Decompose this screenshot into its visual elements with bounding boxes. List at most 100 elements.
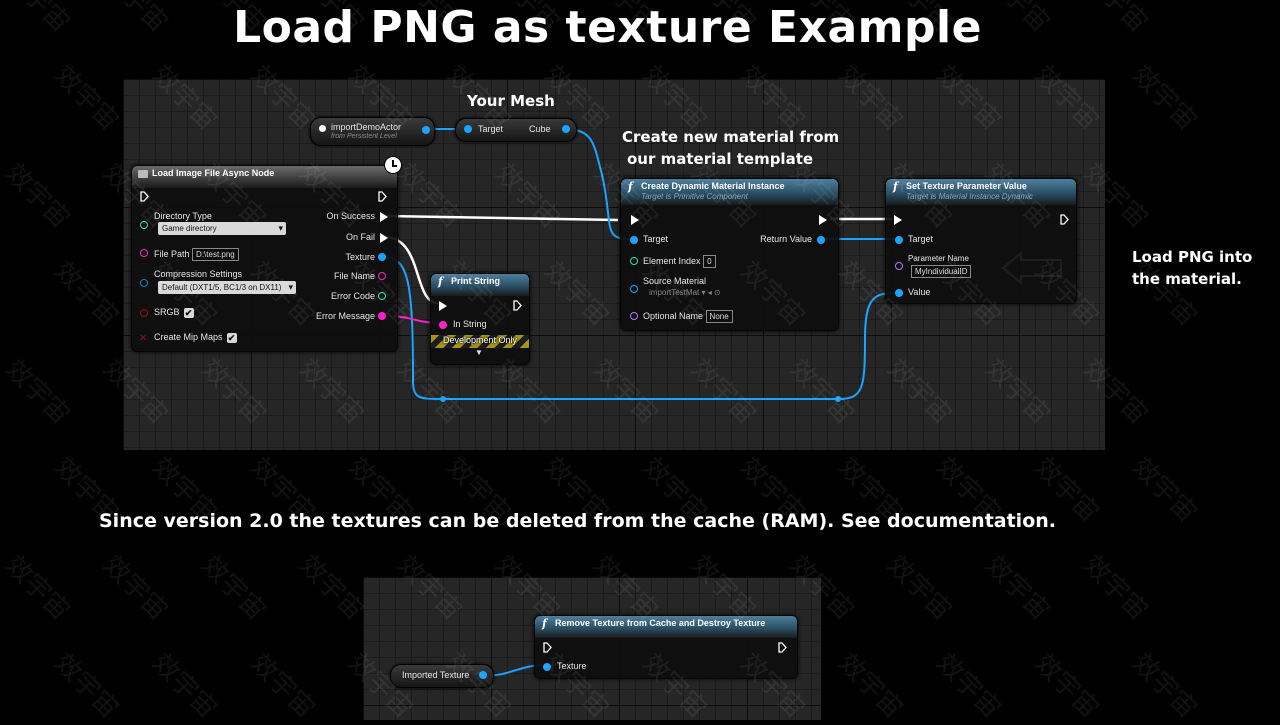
srgb-pin[interactable] [140, 309, 148, 317]
imported-texture-pin[interactable] [479, 671, 487, 679]
error-message-label: Error Message [315, 311, 375, 321]
watermark-text: 效宇宙 [979, 550, 1056, 627]
function-icon: f [893, 180, 898, 193]
source-material-value[interactable]: importTestMat [649, 288, 700, 297]
dmi-exec-in[interactable] [631, 215, 639, 225]
watermark-text: 效宇宙 [146, 648, 223, 725]
watermark-text: 效宇宙 [48, 648, 125, 725]
on-success-pin[interactable] [380, 212, 388, 222]
on-fail-label: On Fail [345, 232, 375, 242]
value-label: Value [908, 287, 931, 297]
get-cube-node[interactable]: Target Cube [455, 118, 577, 142]
annotation-create-material-2: our material template [627, 150, 814, 168]
element-index-input[interactable]: 0 [703, 255, 716, 268]
set-texture-target-pin[interactable] [895, 236, 903, 244]
set-texture-exec-in[interactable] [894, 215, 902, 225]
dmi-exec-out[interactable] [819, 215, 827, 225]
clock-icon [384, 156, 402, 174]
optional-name-input[interactable]: None [705, 310, 733, 323]
page-title: Load PNG as texture Example [233, 2, 982, 53]
mip-checkbox[interactable]: ✔ [226, 332, 237, 343]
compression-pin[interactable] [140, 279, 148, 287]
remove-exec-out[interactable] [778, 642, 787, 653]
import-demo-actor-node[interactable]: importDemoActor from Persistent Level [310, 117, 435, 146]
value-pin[interactable] [895, 289, 903, 297]
remove-texture-label: Texture [557, 661, 587, 671]
compression-label: Compression Settings [154, 269, 243, 279]
error-code-pin[interactable] [378, 292, 386, 300]
optional-name-pin[interactable] [630, 312, 638, 320]
reroute-node[interactable] [440, 396, 446, 402]
param-name-label: Parameter Name [908, 254, 969, 263]
exec-out-pin[interactable] [378, 191, 387, 202]
compression-dropdown[interactable]: Default (DXT1/5, BC1/3 on DX11) [158, 281, 296, 294]
remove-exec-in[interactable] [543, 642, 552, 653]
set-texture-target-label: Target [908, 234, 934, 244]
blueprint-graph-main[interactable]: Your Mesh Create new material from our m… [123, 79, 1105, 450]
annotation-load-png-2: the material. [1132, 270, 1242, 288]
watermark-text: 效宇宙 [0, 158, 76, 235]
file-path-input[interactable]: D:\test.png [192, 248, 239, 261]
load-image-async-node[interactable]: Load Image File Async Node Directory Typ… [131, 156, 402, 352]
watermark-text: 效宇宙 [244, 648, 321, 725]
file-path-label: File Path [154, 248, 190, 259]
error-message-pin[interactable] [378, 312, 386, 320]
file-name-pin[interactable] [378, 272, 386, 280]
param-name-pin[interactable] [895, 262, 903, 270]
dmi-target-label: Target [643, 234, 669, 244]
in-string-pin[interactable] [439, 321, 447, 329]
param-name-input[interactable]: MyIndividualID [911, 265, 972, 278]
element-index-pin[interactable] [630, 257, 638, 265]
file-path-pin[interactable] [140, 249, 148, 257]
annotation-load-png-1: Load PNG into [1132, 248, 1253, 266]
imported-texture-node[interactable]: Imported Texture [390, 664, 494, 688]
texture-pin[interactable] [378, 253, 386, 261]
element-index-label: Element Index [643, 255, 701, 266]
dmi-target-pin[interactable] [630, 236, 638, 244]
on-fail-pin[interactable] [380, 233, 388, 243]
version-note: Since version 2.0 the textures can be de… [99, 510, 1056, 532]
expand-arrow-icon[interactable]: ▼ [475, 348, 483, 357]
directory-type-label: Directory Type [154, 211, 212, 221]
mip-pin[interactable]: ✕ [139, 333, 148, 344]
texture-label: Texture [345, 252, 375, 262]
cube-pin-out[interactable] [562, 125, 570, 133]
source-material-label: Source Material [643, 276, 707, 286]
watermark-text: 效宇宙 [0, 550, 76, 627]
load-image-title: Load Image File Async Node [152, 168, 275, 178]
print-exec-out[interactable] [513, 300, 522, 311]
directory-type-pin[interactable] [140, 221, 148, 229]
get-cube-target-label: Target [478, 124, 504, 134]
remove-texture-pin[interactable] [543, 663, 551, 671]
srgb-checkbox[interactable]: ✔ [183, 307, 194, 318]
remove-texture-title: Remove Texture from Cache and Destroy Te… [555, 618, 766, 628]
object-pin-out[interactable] [422, 126, 430, 134]
dmi-return-pin[interactable] [817, 236, 825, 244]
set-texture-exec-out[interactable] [1060, 214, 1069, 225]
source-material-pin[interactable] [630, 285, 638, 293]
srgb-label: SRGB [154, 307, 180, 317]
watermark-text: 效宇宙 [1126, 648, 1203, 725]
print-exec-in[interactable] [439, 301, 447, 311]
create-dmi-sub: Target is Primitive Component [641, 192, 748, 201]
mip-label: Create Mip Maps [154, 332, 223, 342]
reroute-node[interactable] [835, 396, 841, 402]
directory-type-dropdown[interactable]: Game directory [158, 222, 286, 235]
watermark-text: 效宇宙 [97, 550, 174, 627]
dmi-return-label: Return Value [760, 234, 812, 244]
file-name-label: File Name [333, 271, 375, 281]
watermark-text: 效宇宙 [0, 354, 76, 431]
watermark-text: 效宇宙 [930, 648, 1007, 725]
annotation-create-material-1: Create new material from [622, 128, 840, 146]
set-texture-sub: Target is Material Instance Dynamic [906, 192, 1033, 201]
watermark-text: 效宇宙 [832, 648, 909, 725]
set-texture-title: Set Texture Parameter Value [906, 181, 1027, 191]
target-pin-in[interactable] [464, 125, 472, 133]
watermark-text: 效宇宙 [195, 550, 272, 627]
imported-texture-label: Imported Texture [402, 670, 470, 680]
